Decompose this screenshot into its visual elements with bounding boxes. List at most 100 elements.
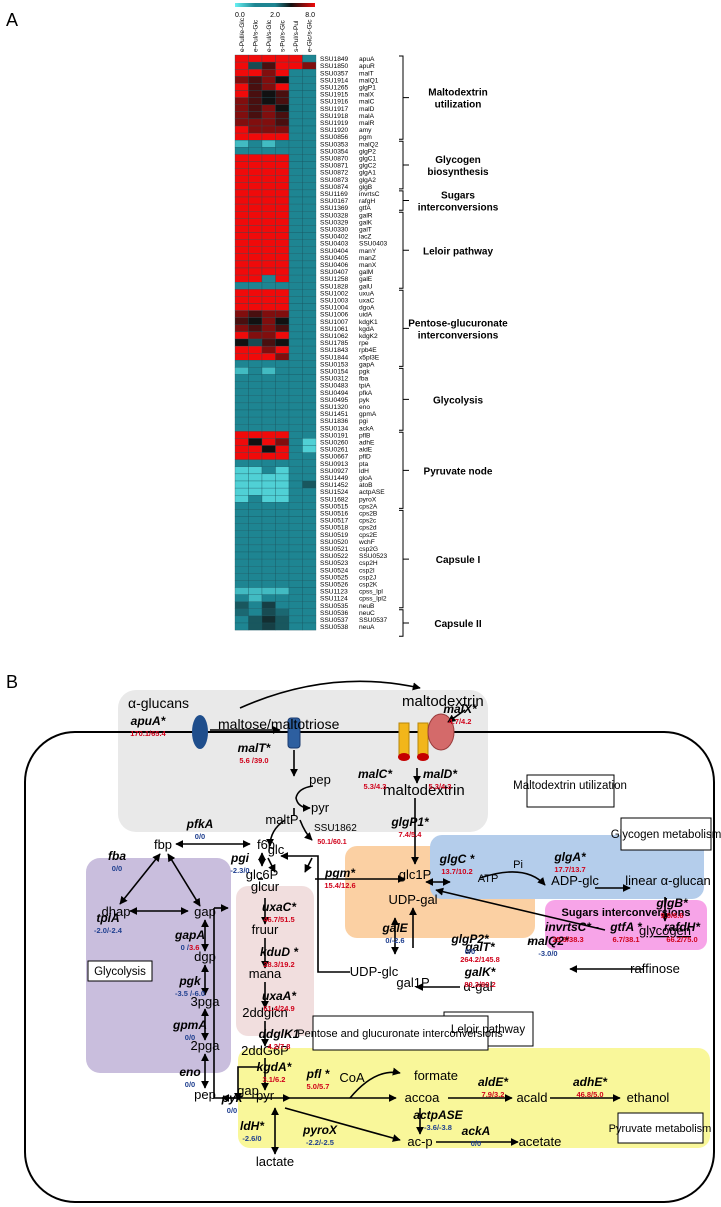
heatmap-cell (302, 196, 317, 205)
heatmap-cell (234, 189, 249, 198)
heatmap-cell (248, 445, 263, 453)
heatmap-cell (261, 83, 276, 91)
heatmap-cell (288, 253, 303, 262)
gene-name: gtfA (359, 205, 371, 212)
enzyme-name: malX* (443, 702, 478, 716)
column-label: e-Glc/s-Glc (306, 19, 313, 52)
heatmap-cell (248, 544, 263, 553)
enzyme-actpASE: actpASE-3.6/-3.8 (413, 1108, 463, 1132)
gene-id: SSU0407 (320, 269, 349, 276)
gene-id: SSU1061 (320, 326, 349, 333)
heatmap-cell (302, 331, 317, 340)
enzyme-pgi: pgi-2.3/0 (230, 851, 250, 875)
enzyme-value: 264.2/145.8 (460, 955, 500, 964)
heatmap-cell (248, 509, 263, 517)
gene-name: galT (359, 227, 372, 234)
enzyme-pfl: pfl *5.0/5.7 (306, 1067, 331, 1091)
enzyme-uxaC: uxaC*46.7/51.5 (262, 900, 297, 924)
malX-transporter (427, 713, 455, 751)
metabolite-pyr_top: pyr (311, 800, 330, 815)
heatmap-cell (302, 225, 317, 233)
metabolite-pga2: 2pga (191, 1038, 221, 1053)
gene-name: manZ (359, 255, 376, 262)
heatmap-cell (275, 54, 290, 63)
heatmap-cell (248, 83, 263, 91)
heatmap-cell (302, 61, 317, 70)
heatmap-cell (275, 409, 290, 418)
gene-name: cps2d (359, 525, 377, 532)
heatmap-cell (288, 480, 303, 489)
gene-id: SSU1265 (320, 85, 349, 92)
enzyme-name: malC* (358, 767, 393, 781)
heatmap-cell (288, 381, 303, 389)
gene-id: SSU0519 (320, 532, 349, 539)
gene-id: SSU1320 (320, 404, 349, 411)
heatmap-cell (261, 445, 276, 453)
heatmap-cell (275, 274, 290, 283)
heatmap-cell (248, 438, 263, 446)
enzyme-glgA: glgA*17.7/13.7 (553, 850, 587, 874)
heatmap-cell (248, 140, 263, 148)
heatmap-cell (234, 338, 249, 347)
heatmap-cell (275, 495, 290, 503)
heatmap-cell (261, 125, 276, 134)
gene-id: SSU0873 (320, 177, 349, 184)
gene-id: SSU0330 (320, 227, 349, 234)
heatmap-cell (234, 282, 249, 290)
heatmap-cell (275, 523, 290, 531)
heatmap-cell (288, 459, 303, 467)
heatmap-cell (275, 104, 290, 112)
enzyme-malT: malT*5.6 /39.0 (238, 741, 272, 765)
enzyme-aldE: aldE*7.9/3.2 (478, 1075, 509, 1099)
heatmap-cell (288, 90, 303, 98)
enzyme-malQ2: malQ2*-3.0/0 (527, 934, 570, 958)
heatmap-cell (234, 83, 249, 91)
box-pyruvate: Pyruvate metabolism (609, 1123, 712, 1135)
heatmap-cell (261, 345, 276, 354)
heatmap-cell (275, 537, 290, 546)
enzyme-uxaA: uxaA*61.4/24.9 (262, 989, 297, 1013)
category-boxes (87, 774, 712, 1144)
enzyme-value: 7.4/5.4 (399, 830, 423, 839)
heatmap-cell (234, 260, 249, 269)
gene-id: SSU1007 (320, 319, 349, 326)
heatmap-cell (248, 331, 263, 340)
enzyme-name: invrtsC* (545, 920, 592, 934)
enzyme-name: glgP1* (390, 815, 430, 829)
heatmap-cell (261, 353, 276, 361)
heatmap-cell (261, 480, 276, 489)
heatmap-cell (234, 225, 249, 233)
heatmap-cell (302, 530, 317, 538)
gene-id: SSU0483 (320, 383, 349, 390)
gene-name: glgP2 (359, 148, 376, 155)
enzyme-glgC: glgC *13.7/10.2 (439, 852, 476, 876)
heatmap-cell (234, 445, 249, 453)
metabolite-maltose: maltose/maltotriose (218, 716, 340, 732)
box-sugars: Sugars interconversions (562, 907, 691, 919)
scale-min: 0.0 (235, 12, 245, 19)
heatmap-cell (248, 551, 263, 560)
gene-name: rpb4E (359, 347, 377, 354)
enzyme-malC: malC*5.3/4.3 (358, 767, 393, 791)
heatmap-cell (261, 473, 276, 482)
heatmap-cell (234, 118, 249, 127)
enzyme-value: 6.7/38.1 (612, 935, 639, 944)
heatmap-cell (302, 495, 317, 503)
heatmap-cell (234, 402, 249, 411)
enzyme-value: 0/0 (227, 1106, 237, 1115)
heatmap-cell (248, 388, 263, 396)
enzyme-value: 5.3/4.3 (364, 782, 387, 791)
metabolite-maltodextrin_out: maltodextrin (402, 693, 484, 710)
heatmap-cell (288, 331, 303, 340)
heatmap-cell (248, 587, 263, 595)
heatmap-cell (234, 459, 249, 467)
heatmap-cell (275, 175, 290, 183)
heatmap-cell (288, 54, 303, 63)
color-scale-bar (235, 3, 315, 7)
gene-id: SSU1524 (320, 489, 349, 496)
metabolite-accoa: accoa (405, 1090, 440, 1105)
enzyme-value: 5.0/5.7 (307, 1082, 330, 1091)
heatmap-cell (302, 395, 317, 404)
